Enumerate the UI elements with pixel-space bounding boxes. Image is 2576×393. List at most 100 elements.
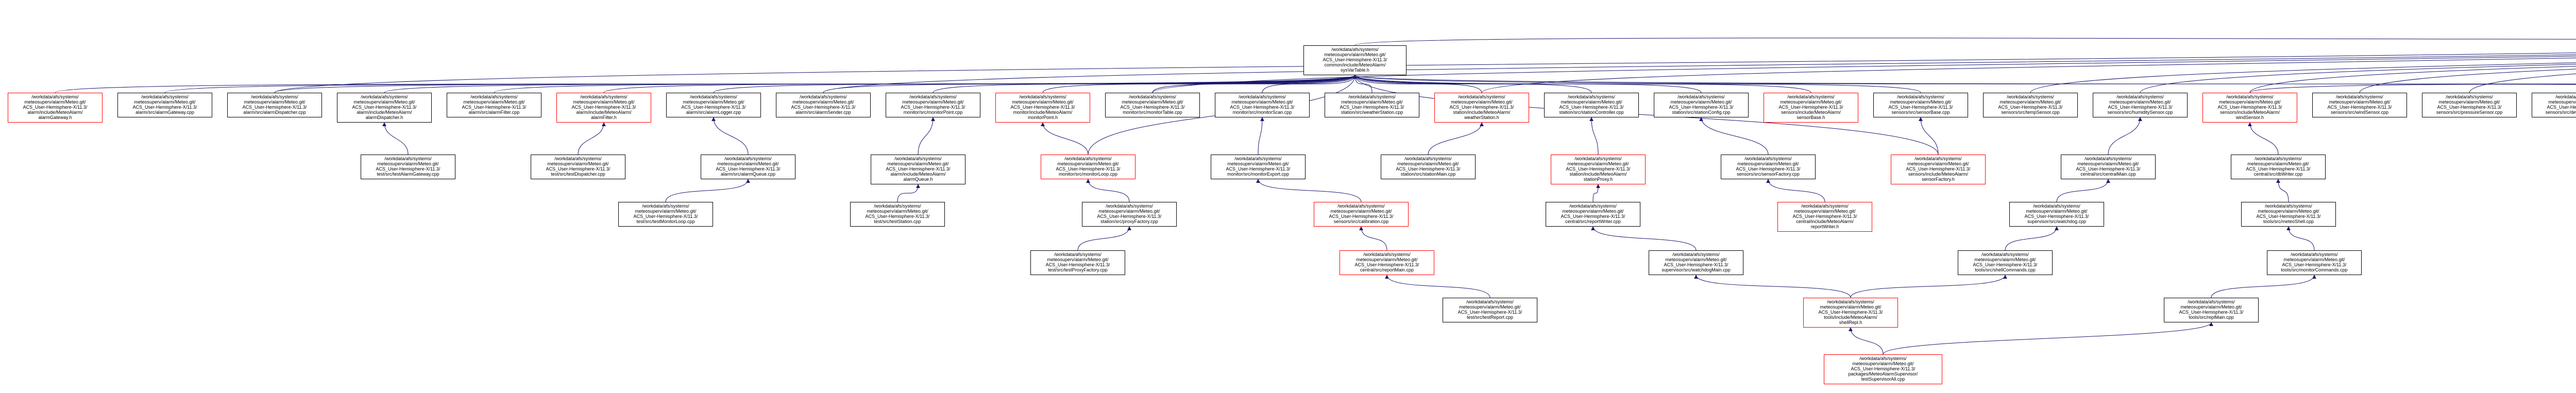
include-edge (2276, 179, 2289, 202)
graph-node-a18[interactable]: /workdata/afs/systems/ meteosuperv/alarm… (1983, 93, 2078, 117)
graph-node-c7[interactable]: /workdata/afs/systems/ meteosuperv/alarm… (2241, 202, 2336, 227)
include-edge (1353, 75, 1939, 155)
include-edge (1883, 322, 2213, 355)
graph-node-a7[interactable]: /workdata/afs/systems/ meteosuperv/alarm… (776, 93, 871, 117)
graph-node-d1[interactable]: /workdata/afs/systems/ meteosuperv/alarm… (1340, 250, 1434, 275)
include-edge (2030, 62, 2576, 93)
graph-node-a13[interactable]: /workdata/afs/systems/ meteosuperv/alarm… (1434, 93, 1529, 123)
graph-node-f0[interactable]: /workdata/afs/systems/ meteosuperv/alarm… (1824, 354, 1942, 384)
include-edge (1256, 179, 1362, 202)
include-edge (1850, 275, 2007, 298)
include-edge (2469, 73, 2576, 93)
include-edge (2249, 83, 2576, 93)
include-edge (1086, 179, 1130, 202)
graph-node-c5[interactable]: /workdata/afs/systems/ meteosuperv/alarm… (1777, 202, 1872, 232)
include-edge (665, 179, 750, 202)
include-edge (1694, 275, 1851, 298)
include-edge (274, 53, 2576, 93)
graph-node-c1[interactable]: /workdata/afs/systems/ meteosuperv/alarm… (850, 202, 945, 227)
include-edge (2140, 64, 2576, 93)
include-edge (1849, 327, 1884, 355)
graph-node-b5[interactable]: /workdata/afs/systems/ meteosuperv/alarm… (1211, 155, 1306, 179)
graph-node-a14[interactable]: /workdata/afs/systems/ meteosuperv/alarm… (1544, 93, 1639, 117)
include-edge (1152, 56, 2576, 93)
graph-node-b10[interactable]: /workdata/afs/systems/ meteosuperv/alarm… (2061, 155, 2156, 179)
graph-node-a20[interactable]: /workdata/afs/systems/ meteosuperv/alarm… (2202, 93, 2297, 123)
include-edge (711, 117, 749, 155)
graph-node-a12[interactable]: /workdata/afs/systems/ meteosuperv/alarm… (1325, 93, 1419, 117)
graph-node-e1[interactable]: /workdata/afs/systems/ meteosuperv/alarm… (1803, 298, 1898, 328)
graph-node-d4[interactable]: /workdata/afs/systems/ meteosuperv/alarm… (2267, 250, 2362, 275)
graph-node-b6[interactable]: /workdata/afs/systems/ meteosuperv/alarm… (1381, 155, 1476, 179)
graph-node-a1[interactable]: /workdata/afs/systems/ meteosuperv/alarm… (117, 93, 212, 117)
include-edge (1385, 275, 1490, 298)
graph-node-a6[interactable]: /workdata/afs/systems/ meteosuperv/alarm… (666, 93, 761, 117)
graph-node-b4[interactable]: /workdata/afs/systems/ meteosuperv/alarm… (1041, 155, 1136, 179)
graph-node-a21[interactable]: /workdata/afs/systems/ meteosuperv/alarm… (2312, 93, 2407, 117)
include-edge (1258, 117, 1264, 155)
include-edge (1592, 184, 1600, 202)
graph-node-d2[interactable]: /workdata/afs/systems/ meteosuperv/alarm… (1649, 250, 1743, 275)
include-edge (1152, 75, 1357, 93)
graph-node-e0[interactable]: /workdata/afs/systems/ meteosuperv/alarm… (1443, 298, 1537, 322)
graph-node-b0[interactable]: /workdata/afs/systems/ meteosuperv/alarm… (361, 155, 455, 179)
graph-node-c2[interactable]: /workdata/afs/systems/ meteosuperv/alarm… (1082, 202, 1177, 227)
graph-node-c3[interactable]: /workdata/afs/systems/ meteosuperv/alarm… (1314, 202, 1409, 227)
graph-node-b3[interactable]: /workdata/afs/systems/ meteosuperv/alarm… (871, 155, 965, 184)
include-edge (1428, 122, 1484, 155)
graph-node-b8[interactable]: /workdata/afs/systems/ meteosuperv/alarm… (1721, 155, 1816, 179)
graph-node-a15[interactable]: /workdata/afs/systems/ meteosuperv/alarm… (1654, 93, 1749, 117)
graph-node-a16[interactable]: /workdata/afs/systems/ meteosuperv/alarm… (1764, 93, 1858, 123)
include-edge (2248, 122, 2279, 155)
graph-node-hubA[interactable]: /workdata/afs/systems/ meteosuperv/alarm… (1303, 45, 1406, 75)
graph-node-b9[interactable]: /workdata/afs/systems/ meteosuperv/alarm… (1891, 155, 1986, 184)
include-edge (2005, 226, 2059, 251)
graph-node-b1[interactable]: /workdata/afs/systems/ meteosuperv/alarm… (531, 155, 625, 179)
graph-node-a10[interactable]: /workdata/afs/systems/ meteosuperv/alarm… (1105, 93, 1200, 117)
graph-node-d3[interactable]: /workdata/afs/systems/ meteosuperv/alarm… (1958, 250, 2053, 275)
include-edge (1919, 117, 1939, 155)
include-edge (2286, 226, 2315, 251)
include-edge (382, 122, 409, 155)
include-edge (1353, 75, 1921, 93)
include-edge (1766, 179, 1825, 202)
include-edge (897, 184, 920, 202)
graph-node-c0[interactable]: /workdata/afs/systems/ meteosuperv/alarm… (618, 202, 713, 227)
graph-node-a22[interactable]: /workdata/afs/systems/ meteosuperv/alarm… (2422, 93, 2517, 117)
graph-node-a3[interactable]: /workdata/afs/systems/ meteosuperv/alarm… (337, 93, 432, 123)
include-edge (2359, 69, 2576, 93)
graph-node-a19[interactable]: /workdata/afs/systems/ meteosuperv/alarm… (2093, 93, 2188, 117)
graph-node-b11[interactable]: /workdata/afs/systems/ meteosuperv/alarm… (2231, 155, 2326, 179)
graph-node-a4[interactable]: /workdata/afs/systems/ meteosuperv/alarm… (447, 93, 541, 117)
graph-node-a11[interactable]: /workdata/afs/systems/ meteosuperv/alarm… (1215, 93, 1310, 117)
graph-node-a17[interactable]: /workdata/afs/systems/ meteosuperv/alarm… (1873, 93, 1968, 117)
include-edge (1077, 226, 1131, 251)
graph-node-a0[interactable]: /workdata/afs/systems/ meteosuperv/alarm… (8, 93, 103, 123)
include-edge (1354, 38, 2576, 46)
graph-node-a5[interactable]: /workdata/afs/systems/ meteosuperv/alarm… (556, 93, 651, 123)
graph-node-a8[interactable]: /workdata/afs/systems/ meteosuperv/alarm… (886, 93, 980, 117)
include-edge (2056, 179, 2110, 202)
include-edge (1699, 117, 1769, 155)
include-edge (918, 117, 935, 155)
include-edge (1041, 122, 1089, 155)
graph-node-c6[interactable]: /workdata/afs/systems/ meteosuperv/alarm… (2009, 202, 2104, 227)
graph-node-b7[interactable]: /workdata/afs/systems/ meteosuperv/alarm… (1551, 155, 1646, 184)
include-edge (2249, 66, 2576, 93)
include-edge (823, 54, 2576, 93)
include-edge (1353, 75, 1482, 93)
edge-group (55, 38, 2576, 355)
include-edge (2211, 275, 2316, 298)
graph-node-a9[interactable]: /workdata/afs/systems/ meteosuperv/alarm… (995, 93, 1090, 123)
include-edge (1359, 226, 1387, 251)
graph-node-d0[interactable]: /workdata/afs/systems/ meteosuperv/alarm… (1030, 250, 1125, 275)
graph-node-e2[interactable]: /workdata/afs/systems/ meteosuperv/alarm… (2164, 298, 2259, 322)
include-edge (1481, 57, 2576, 93)
graph-node-b2[interactable]: /workdata/afs/systems/ meteosuperv/alarm… (701, 155, 795, 179)
include-edge (578, 122, 606, 155)
graph-node-a23[interactable]: /workdata/afs/systems/ meteosuperv/alarm… (2532, 93, 2576, 117)
graph-node-c4[interactable]: /workdata/afs/systems/ meteosuperv/alarm… (1546, 202, 1640, 227)
graph-node-a2[interactable]: /workdata/afs/systems/ meteosuperv/alarm… (227, 93, 322, 117)
